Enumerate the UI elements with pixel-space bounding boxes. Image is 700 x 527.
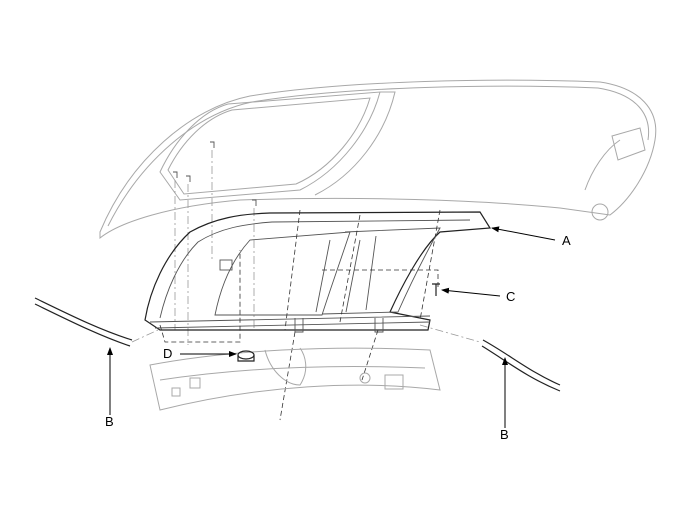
callout-label-b-right: B [500,427,509,442]
callout-label-d: D [163,346,172,361]
clip-d [237,350,255,362]
roof-panel [99,79,657,240]
drain-hoses [34,297,561,392]
callout-label-c: C [506,289,515,304]
front-trim-panel [149,347,441,411]
callout-arrows [107,226,556,428]
roof-screws [173,141,257,345]
sunroof-assembly [144,209,492,421]
bolt-c [432,283,440,296]
callout-label-a: A [562,233,571,248]
callout-label-b-left: B [105,414,114,429]
